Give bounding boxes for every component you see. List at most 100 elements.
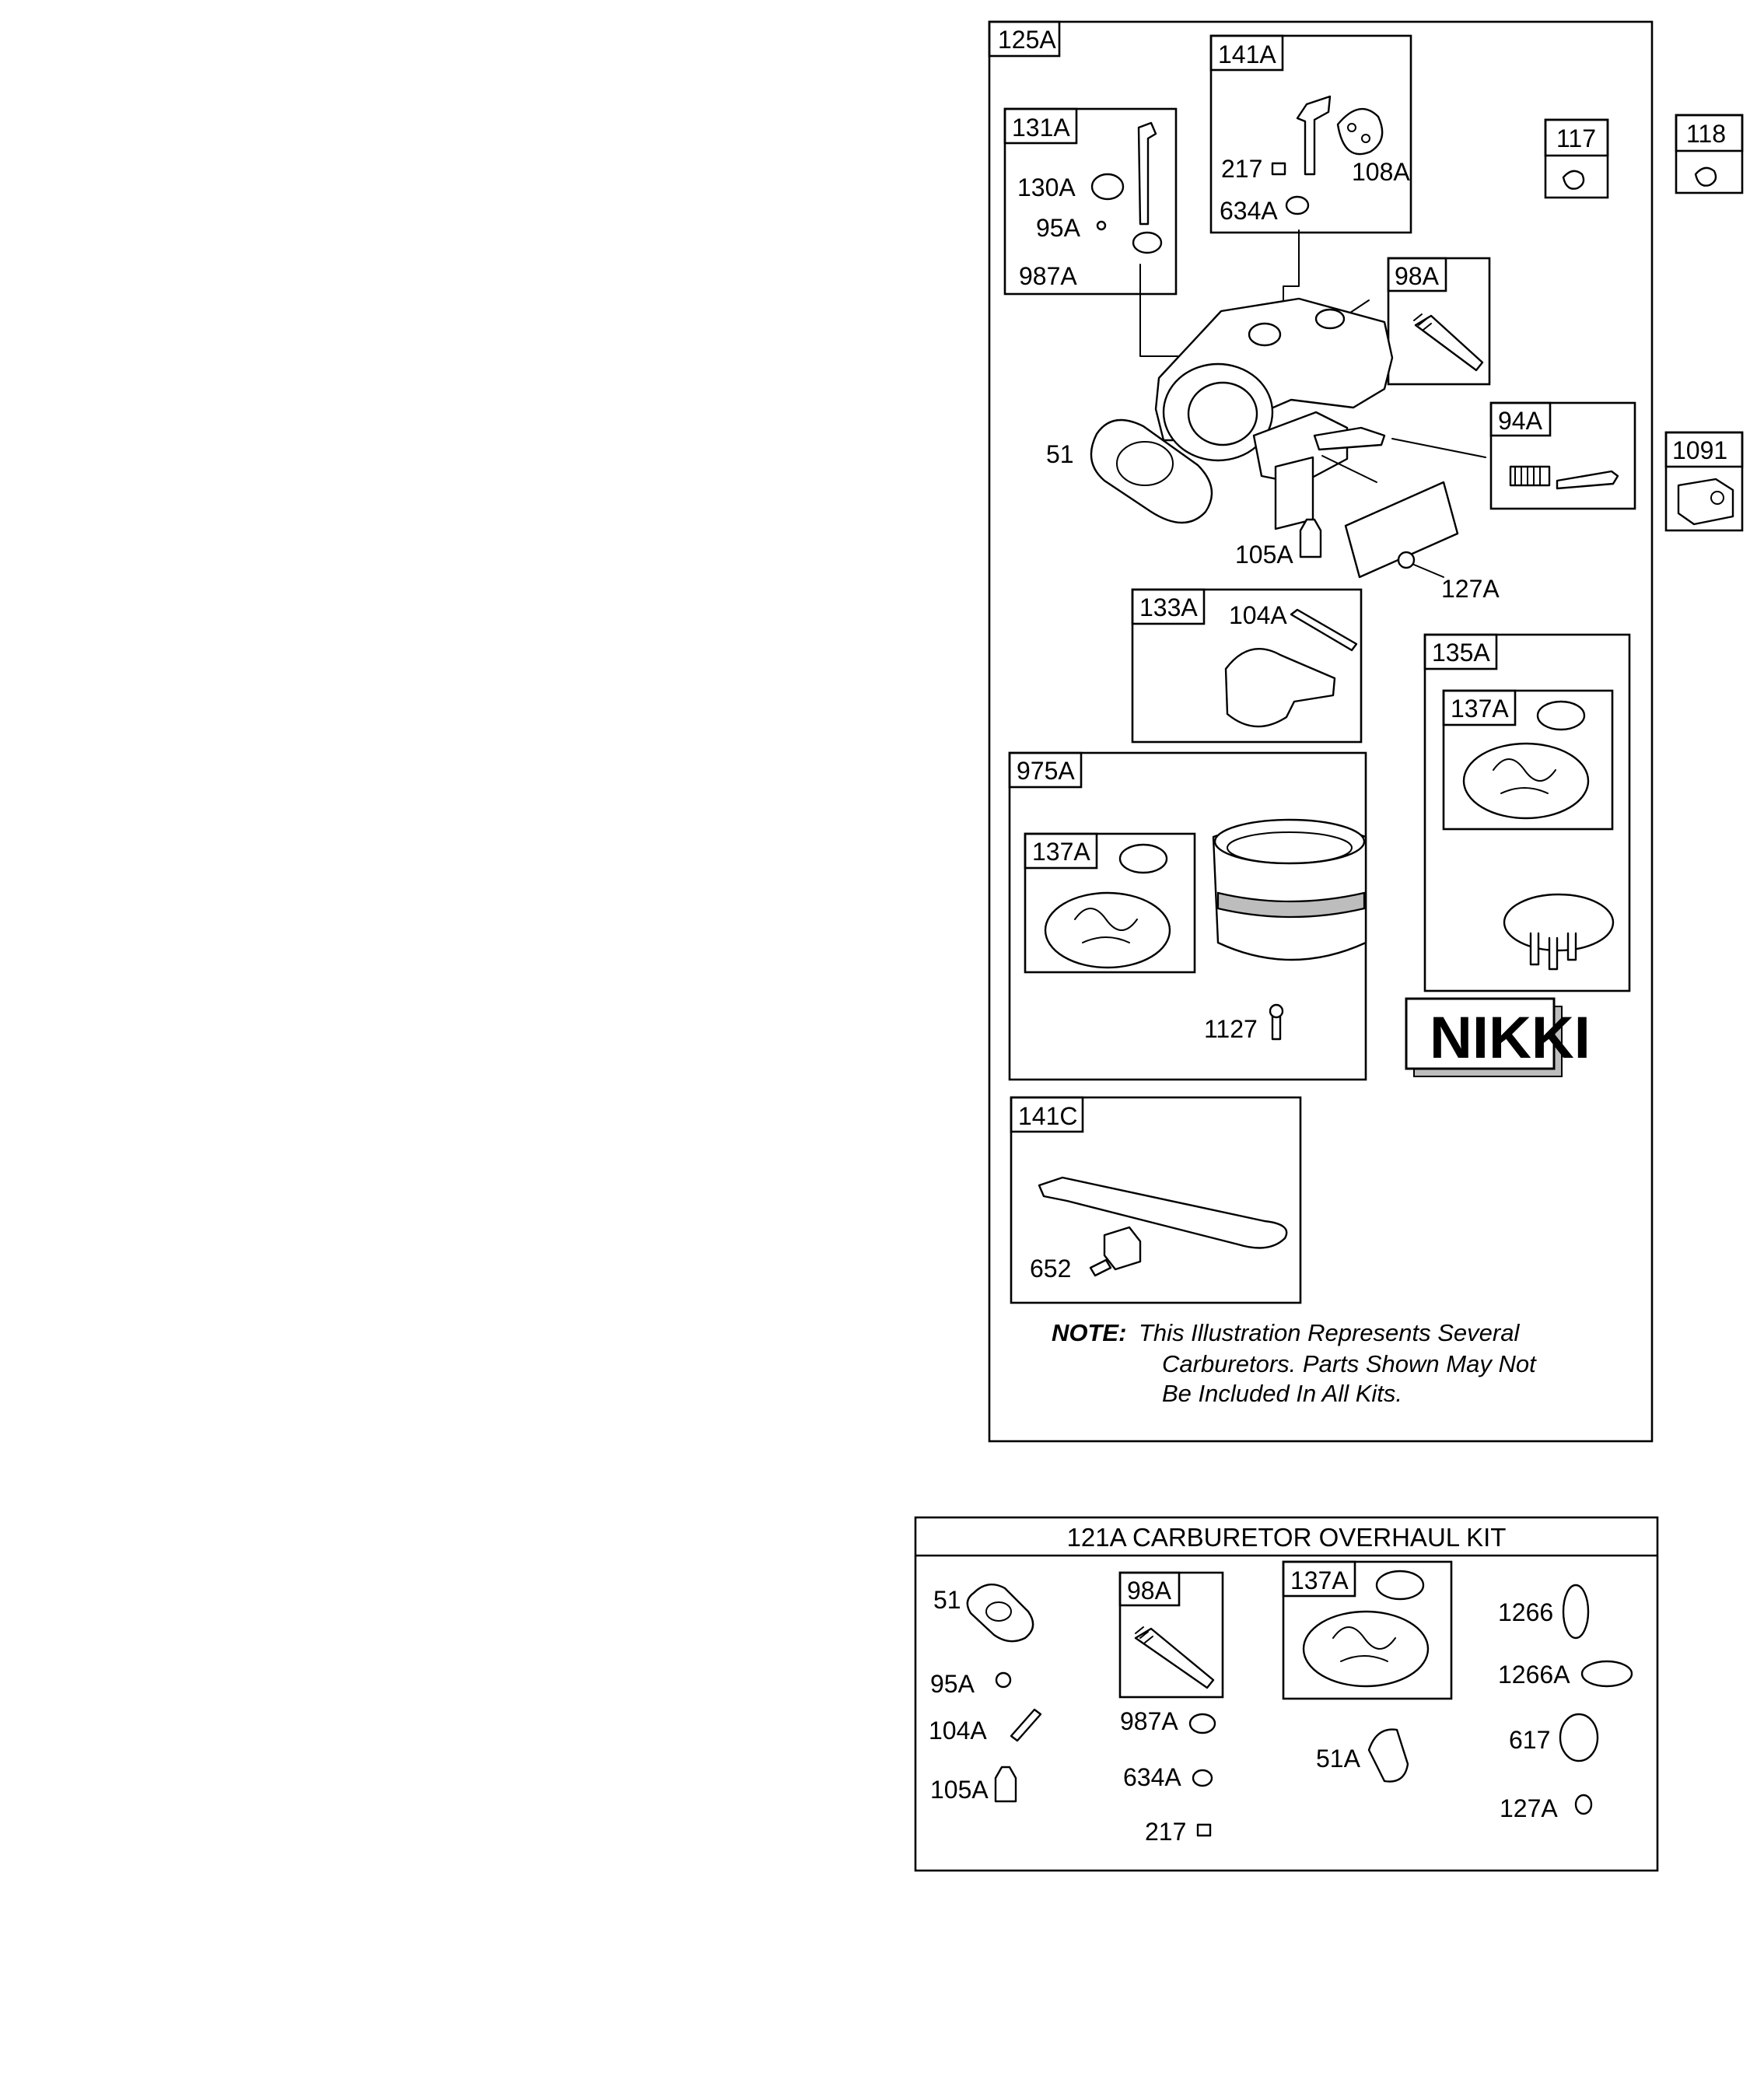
kit-label-127A: 127A (1500, 1794, 1558, 1822)
lever-141C (1038, 1176, 1288, 1249)
overhaul-kit-border (914, 1516, 1659, 1872)
label-634A-top: 634A (1220, 197, 1278, 225)
solenoid-1091 (1677, 478, 1734, 526)
inlet-needle-105A (1299, 518, 1322, 558)
lever-arm (1313, 426, 1386, 451)
label-104A-main: 104A (1229, 601, 1287, 629)
label-217-top: 217 (1221, 155, 1262, 183)
idle-screw-98A (1414, 314, 1484, 372)
kit-label-104A: 104A (929, 1717, 987, 1745)
carb-venturi (1187, 381, 1258, 446)
box-117: 117 (1544, 118, 1609, 199)
kit-oring-1266 (1562, 1584, 1590, 1640)
tag-141C: 141C (1018, 1102, 1078, 1130)
kit-label-987A: 987A (1120, 1707, 1178, 1735)
seal-987A (1132, 231, 1163, 254)
overhaul-kit-title: 121A CARBURETOR OVERHAUL KIT (1067, 1523, 1507, 1552)
tag-1091: 1091 (1672, 436, 1727, 464)
retainer-217-top (1271, 162, 1286, 176)
tag-131A: 131A (1012, 114, 1070, 142)
tag-125A-frame (988, 20, 1061, 58)
kit-retainer-217 (1196, 1823, 1212, 1837)
plate-135A (1503, 893, 1615, 952)
seal-127A (1397, 551, 1416, 569)
label-51-main: 51 (1046, 440, 1074, 468)
oring-975A (1118, 843, 1168, 874)
plug-117 (1562, 170, 1585, 190)
kit-gasket-137A (1302, 1610, 1430, 1688)
kit-pin-104A (1010, 1708, 1042, 1742)
bushing-634A (1285, 195, 1310, 215)
kit-seal-127A (1574, 1794, 1593, 1815)
kit-label-217: 217 (1145, 1818, 1186, 1846)
gasket-137A-in-135A (1462, 742, 1590, 820)
kit-label-51A: 51A (1316, 1745, 1361, 1773)
tag-98A: 98A (1395, 262, 1440, 290)
box-135A: 135A 137A (1423, 633, 1631, 992)
tag-133A: 133A (1139, 593, 1198, 621)
box-131A: 131A 130A 95A 987A (1003, 107, 1178, 296)
label-108A: 108A (1352, 158, 1410, 186)
note-block: NOTE: This Illustration Represents Sever… (1052, 1319, 1537, 1407)
note-heading: NOTE: (1052, 1319, 1126, 1346)
kit-label-105A: 105A (930, 1776, 989, 1804)
clip-141C (1103, 1226, 1142, 1271)
kit-label-1266A: 1266A (1498, 1661, 1570, 1689)
carb-bowl-stem (1274, 456, 1314, 530)
gasket-51 (1090, 418, 1213, 524)
label-105A-main: 105A (1235, 541, 1293, 569)
box-133A: 133A 104A (1131, 588, 1363, 744)
box-94A: 94A (1489, 401, 1636, 510)
kit-screw-95A (995, 1671, 1012, 1689)
choke-shaft-141A (1296, 95, 1332, 176)
box-118: 118 (1675, 114, 1744, 194)
kit-label-95A: 95A (930, 1670, 975, 1698)
tag-137A-in-135A: 137A (1451, 695, 1509, 723)
label-652: 652 (1030, 1255, 1071, 1283)
leader-94A (1391, 438, 1486, 458)
spring-94A (1509, 465, 1551, 487)
kit-label-617: 617 (1509, 1726, 1550, 1754)
kit-bushing-634A (1192, 1769, 1213, 1787)
kit-needle-105A (994, 1766, 1017, 1803)
float-pin-104A (1290, 608, 1358, 652)
tag-137A-in-975A: 137A (1032, 838, 1090, 866)
tag-118: 118 (1686, 120, 1726, 148)
carburetor-body (1154, 297, 1394, 530)
kit-tag-98A: 98A (1127, 1577, 1172, 1605)
throttle-boss (1314, 308, 1346, 330)
plate-stems (1529, 932, 1577, 971)
label-95A-top: 95A (1036, 214, 1081, 242)
tag-975A: 975A (1017, 757, 1075, 785)
tag-141A: 141A (1218, 40, 1276, 68)
gasket-137A-in-975A (1044, 891, 1171, 969)
label-987A-top: 987A (1019, 262, 1077, 290)
box-141A: 141A 217 108A 634A (1209, 34, 1412, 234)
kit-tag-137A: 137A (1290, 1566, 1349, 1594)
kit-gasket-51A (1367, 1728, 1409, 1783)
tag-135A: 135A (1432, 639, 1490, 667)
kit-label-634A: 634A (1123, 1763, 1181, 1791)
kit-oring-1266A (1580, 1660, 1633, 1688)
note-line-1: This Illustration Represents Several (1139, 1319, 1520, 1346)
box-98A: 98A (1387, 257, 1491, 386)
kit-label-51: 51 (933, 1586, 961, 1614)
tag-117: 117 (1556, 124, 1596, 152)
carburetor-assembly-panel: 125A 141A 217 108A 634A 131A 130A 9 (988, 20, 1744, 1443)
kit-box-137A (1282, 1560, 1453, 1700)
tag-94A: 94A (1498, 407, 1543, 435)
float-133A (1224, 648, 1336, 728)
brand-nikki-large: NIKKI (1430, 1005, 1591, 1071)
screw-95A (1096, 220, 1107, 231)
throttle-plate-130A (1090, 173, 1125, 201)
box-141C: 141C 652 (1010, 1096, 1302, 1304)
box-1091: 1091 (1664, 431, 1744, 532)
plug-118 (1694, 166, 1717, 187)
label-1127: 1127 (1204, 1015, 1258, 1043)
oring-135A (1536, 700, 1586, 731)
box-975A: 975A 137A 1127 (1008, 751, 1367, 1081)
kit-gasket-51 (966, 1584, 1034, 1643)
panel-125A-border (988, 20, 1654, 1443)
